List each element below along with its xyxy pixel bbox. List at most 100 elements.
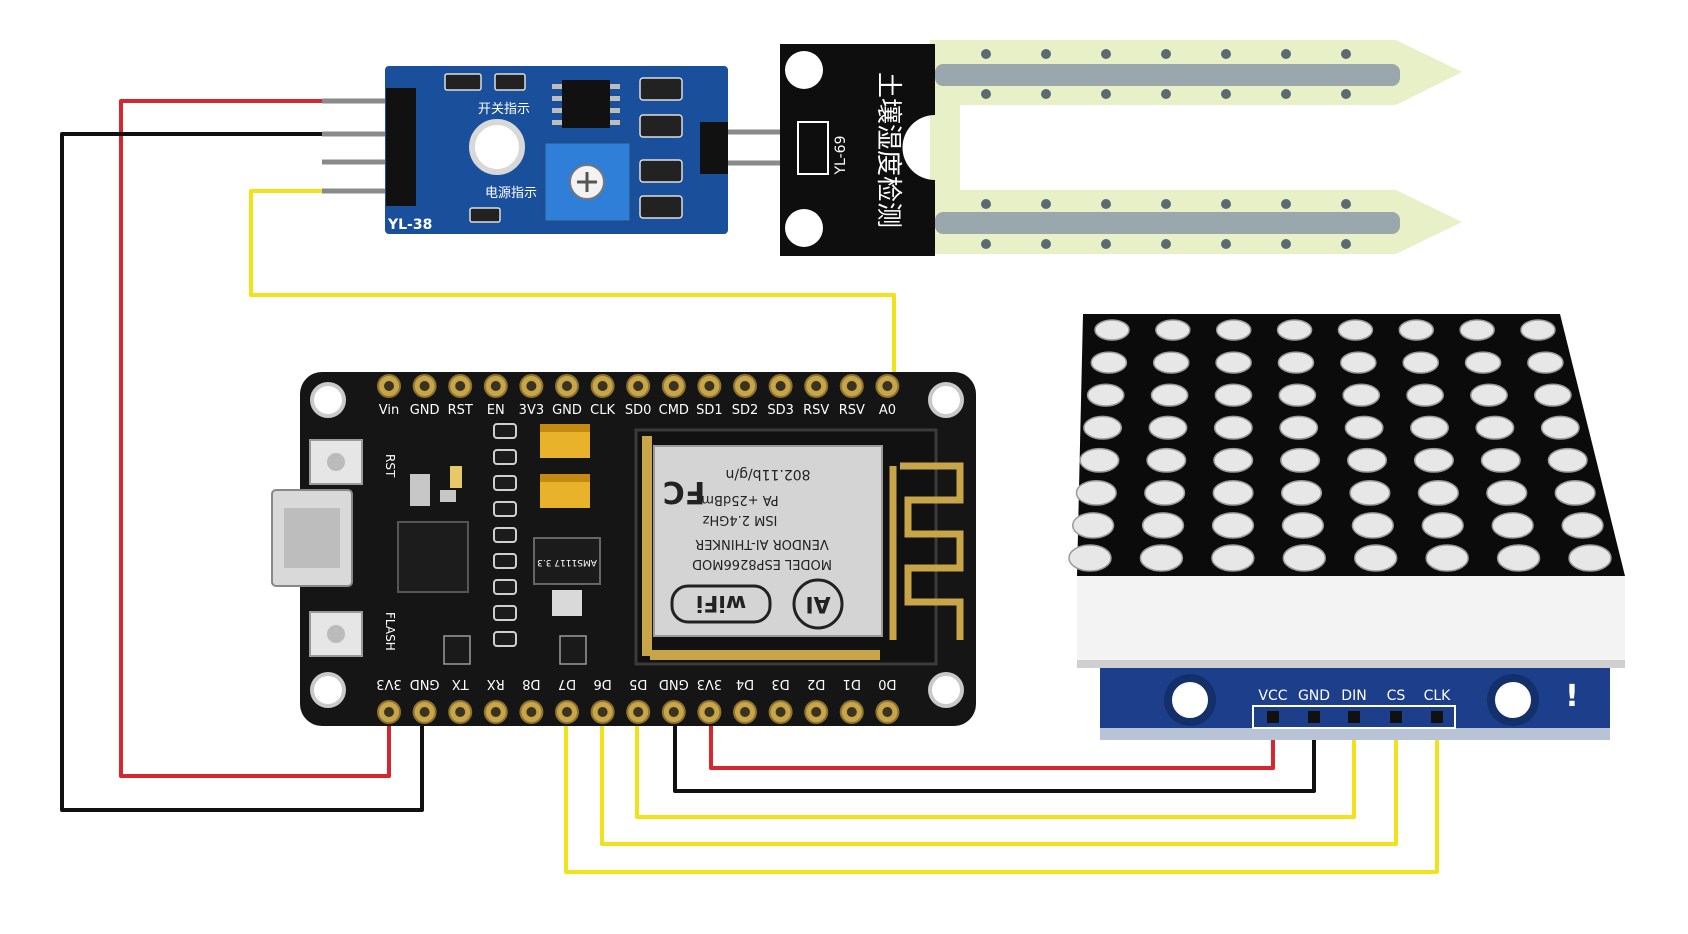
- usb-serial-chip: [397, 521, 469, 593]
- matrix-pcb: [1100, 660, 1610, 740]
- pin-label: 3V3: [519, 403, 544, 418]
- led-dot: [1094, 319, 1130, 341]
- led-dot: [1470, 383, 1508, 407]
- soil-probe: YL-69 土壤湿度检测: [780, 40, 1462, 256]
- pin-label: CMD: [659, 403, 689, 418]
- voltage-regulator: [533, 537, 601, 585]
- matrix-pin-din-label: DIN: [1341, 688, 1366, 704]
- led-dot: [1554, 479, 1596, 506]
- pin-label: Vin: [379, 403, 399, 418]
- wire-matrix-din: [635, 718, 1356, 819]
- regulator-marking: AMS1117 3.3: [537, 557, 597, 567]
- matrix-body-side: [1077, 576, 1625, 668]
- pin-label: D3: [771, 676, 789, 691]
- wire-sensor-gnd: [60, 132, 424, 812]
- led-dot: [1421, 512, 1464, 539]
- led-dot: [1342, 383, 1381, 407]
- led-dot: [1568, 544, 1612, 572]
- matrix-mount-hole-left: [1164, 674, 1216, 726]
- led-dot: [1491, 512, 1534, 539]
- probe-label: YL-69: [833, 136, 849, 176]
- led-dot: [1150, 383, 1189, 407]
- led-dot: [1417, 479, 1459, 506]
- led-dot: [1281, 512, 1325, 539]
- led-dot: [1144, 479, 1186, 506]
- led-dot: [1349, 479, 1391, 506]
- led-dot: [1280, 479, 1323, 506]
- pin-label: 3V3: [697, 676, 722, 691]
- led-dot: [1148, 415, 1188, 440]
- probe-vias: [981, 49, 1351, 249]
- led-dot: [1068, 544, 1112, 572]
- pin-label: D7: [558, 676, 576, 691]
- esp-vendor-line: VENDOR AI-THINKER: [695, 536, 829, 551]
- rst-button-label: RST: [383, 454, 397, 478]
- esp-fcc-mark: FC: [663, 474, 706, 509]
- led-grid: [1068, 319, 1612, 572]
- led-dot: [1425, 544, 1469, 572]
- rst-button[interactable]: [309, 439, 363, 485]
- wires: [60, 99, 1439, 874]
- led-dot: [1215, 319, 1252, 341]
- wire-sensor-vcc: [119, 99, 391, 778]
- pin-label: D8: [522, 676, 540, 691]
- pin-label: TX: [452, 676, 470, 691]
- smd-column: [493, 423, 517, 647]
- led-dot: [1212, 479, 1254, 506]
- led-dot: [1276, 319, 1313, 341]
- pin-label: GND: [410, 676, 440, 691]
- pin-label: EN: [487, 403, 505, 418]
- pin-label: 3V3: [376, 676, 401, 691]
- led-dot: [1527, 351, 1564, 374]
- pin-label: D6: [593, 676, 611, 691]
- led-dot: [1547, 447, 1588, 473]
- led-dot: [1141, 512, 1185, 539]
- pin-label: A0: [879, 403, 896, 418]
- matrix-pin-gnd-label: GND: [1298, 688, 1330, 704]
- sensor-module: 开关指示 电源指示 YL-38: [322, 66, 790, 234]
- wire-matrix-gnd: [673, 718, 1316, 793]
- led-dot: [1215, 351, 1252, 374]
- sensor-mount-hole: [469, 119, 525, 175]
- pin-label: CLK: [590, 403, 615, 418]
- led-dot: [1337, 319, 1374, 341]
- matrix-pin-cs-label: CS: [1387, 688, 1406, 704]
- led-dot: [1146, 447, 1187, 473]
- esp-std-line: 802.11b/g/n: [725, 466, 810, 482]
- wire-matrix-cs: [600, 718, 1398, 846]
- led-dot: [1279, 415, 1319, 440]
- led-dot: [1155, 319, 1191, 341]
- ai-logo-text: AI: [805, 591, 830, 616]
- led-dot: [1211, 512, 1255, 539]
- led-dot: [1402, 351, 1440, 374]
- wifi-logo: [670, 584, 772, 624]
- led-dot: [1214, 383, 1253, 407]
- sensor-module-label: YL-38: [387, 217, 432, 233]
- led-dot: [1344, 415, 1384, 440]
- led-dot: [1213, 415, 1253, 440]
- led-dot: [1540, 415, 1580, 440]
- sensor-header-housing: [386, 88, 416, 206]
- flash-button-label: FLASH: [383, 612, 397, 651]
- led-dot: [1464, 351, 1502, 374]
- matrix-pin-vcc-label: VCC: [1258, 688, 1287, 704]
- switch-indicator-label: 开关指示: [478, 102, 530, 117]
- probe-hole-top: [785, 51, 823, 89]
- matrix-pin-labels: VCC GND DIN CS CLK: [1258, 688, 1451, 704]
- comparator-chip: [562, 80, 610, 128]
- led-dot: [1282, 544, 1327, 572]
- matrix-mount-hole-right: [1487, 674, 1539, 726]
- led-dot: [1079, 447, 1120, 473]
- probe-title: 土壤湿度检测: [873, 72, 903, 228]
- led-dot: [1410, 415, 1449, 440]
- pin-label: GND: [552, 403, 582, 418]
- led-dot: [1533, 383, 1572, 407]
- pin-label: RSV: [839, 403, 865, 418]
- led-dot: [1353, 544, 1398, 572]
- pin-label: RX: [487, 676, 505, 691]
- led-dot: [1213, 447, 1254, 473]
- led-dot: [1071, 512, 1115, 539]
- led-dot: [1075, 479, 1117, 506]
- led-dot: [1280, 447, 1321, 473]
